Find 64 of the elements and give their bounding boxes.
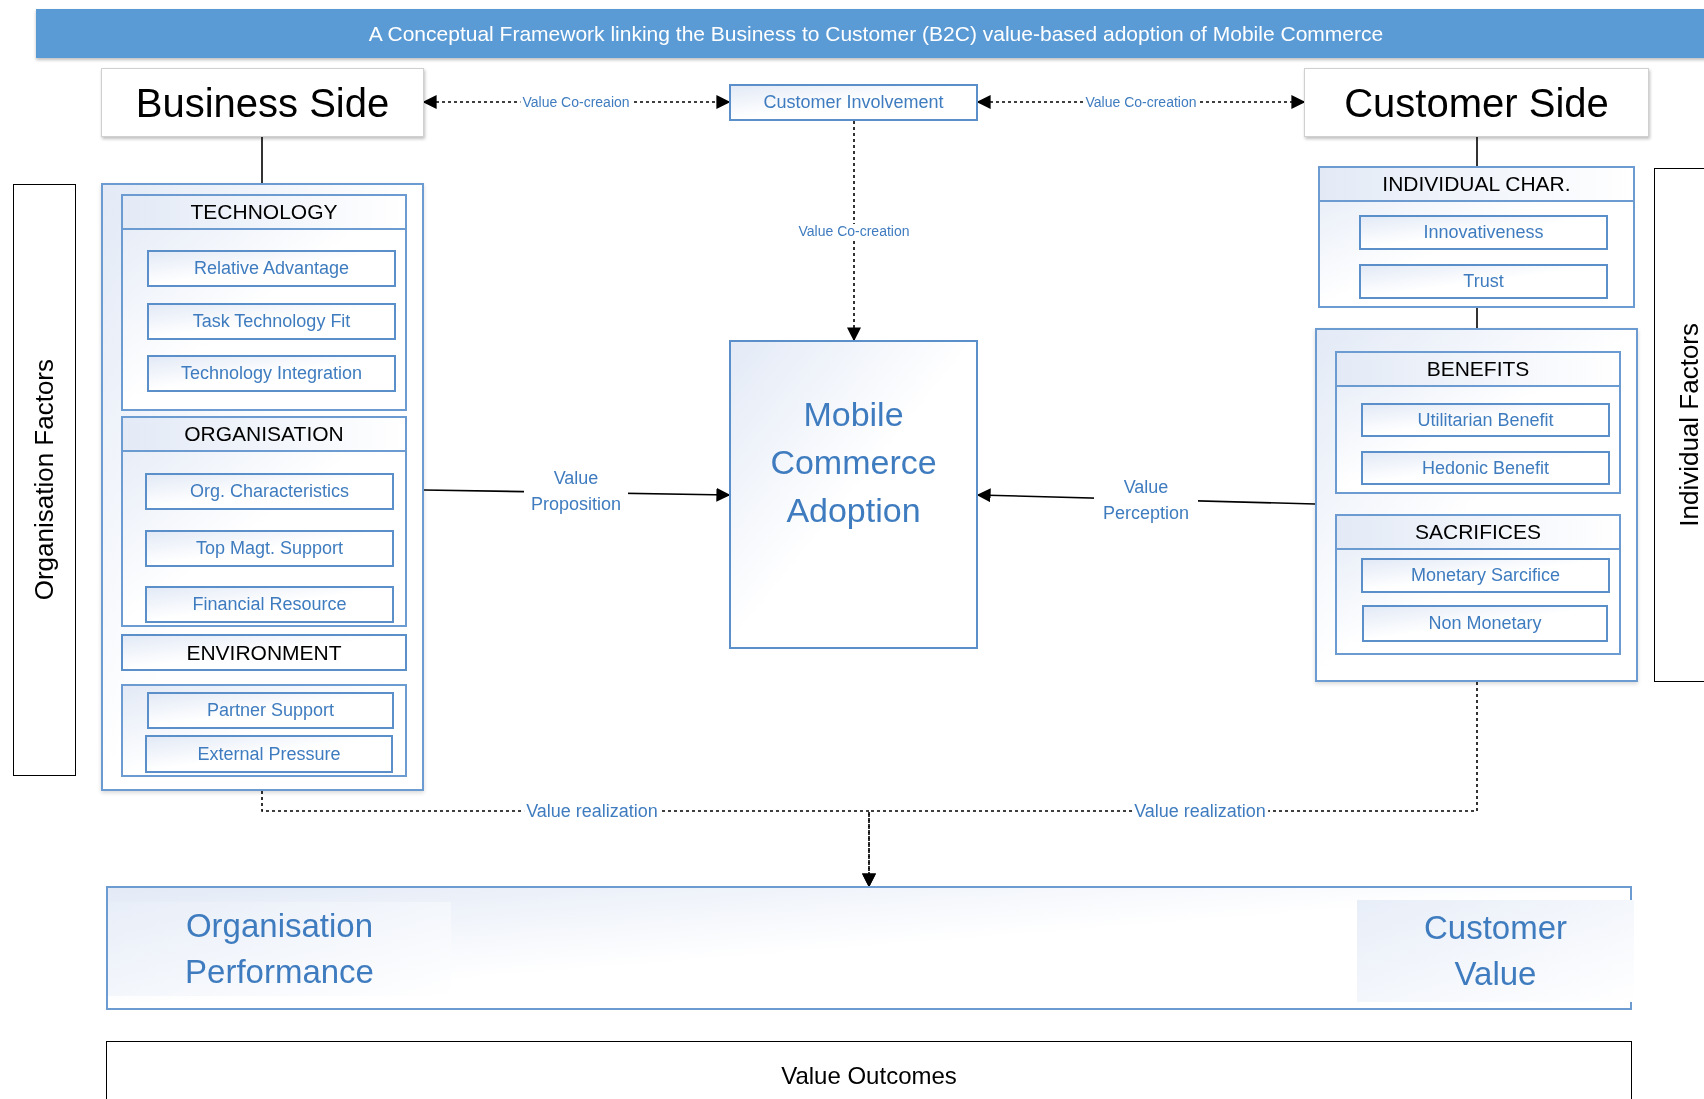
outcome-title: Organisation Performance [184,906,375,992]
side-heading: Customer Side [1344,79,1609,127]
factor-text: Monetary Sarcifice [1410,564,1561,587]
factor-text: Trust [1463,270,1504,293]
factor-box [1361,558,1610,593]
category-group [121,416,407,627]
factor-box [1359,264,1608,299]
title-banner: A Conceptual Framework linking the Business to Customer (B2C) value-based adoption of Mobile Commerce [36,9,1704,58]
factor-box [147,692,394,729]
edge-label: Value Co-creation [1083,95,1199,109]
factor-box [729,84,978,121]
factor-text: Org. Characteristics [189,480,349,503]
factor-text: Hedonic Benefit [1421,456,1550,480]
outcomes-box [106,1041,1632,1099]
side-heading-box [101,68,424,137]
factor-box [147,250,396,287]
factor-box [1359,215,1608,250]
outcome-box [108,902,451,996]
side-heading-box [1304,68,1649,137]
side-label: Individual Factors [1672,323,1704,527]
connector-arrow [847,120,861,342]
factor-box [145,586,394,623]
factor-text: Partner Support [206,699,335,722]
factor-text: Technology Integration [180,362,363,385]
adoption-title: Mobile Commerce Adoption [769,394,938,531]
factor-text: Innovativeness [1423,221,1544,244]
category-group [1335,514,1621,655]
category-group [1318,166,1635,308]
edge-label: Value Co-creation [796,224,912,238]
factor-box [147,303,396,340]
factor-box [1362,605,1608,642]
factor-box [145,473,394,510]
category-header [121,634,407,671]
outcome-title: Customer Value [1422,908,1568,994]
factor-text: External Pressure [197,742,341,766]
outcomes-title: Value Outcomes [781,1061,957,1091]
factor-text: Top Magt. Support [195,537,344,560]
edge-label: Value realization [1132,802,1268,820]
side-label-box [1654,168,1704,682]
group-container [121,684,407,777]
factor-text: Non Monetary [1428,612,1542,635]
side-label-box [13,184,76,776]
category-group [1335,351,1621,494]
category-group [121,194,407,411]
factor-text: Utilitarian Benefit [1417,408,1554,432]
group-container [1315,328,1638,682]
factor-box [147,355,396,392]
factor-box [1361,451,1610,485]
group-container [101,183,424,791]
factor-text: Relative Advantage [193,257,350,280]
factor-box [145,530,394,567]
side-label: Organisation Factors [28,359,60,601]
category-title: ENVIRONMENT [186,639,342,666]
edge-label: Value realization [524,802,660,820]
factor-box [145,735,393,773]
factor-text: Customer Involvement [763,91,944,114]
factor-box [1361,403,1610,437]
side-heading: Business Side [135,79,390,127]
outcome-box [1357,900,1634,1002]
edge-label: Value Co-creaion [520,95,632,109]
factor-text: Task Technology Fit [192,310,351,333]
outcome-panel [106,886,1632,1010]
adoption-box [729,340,978,649]
factor-text: Financial Resource [192,593,347,616]
